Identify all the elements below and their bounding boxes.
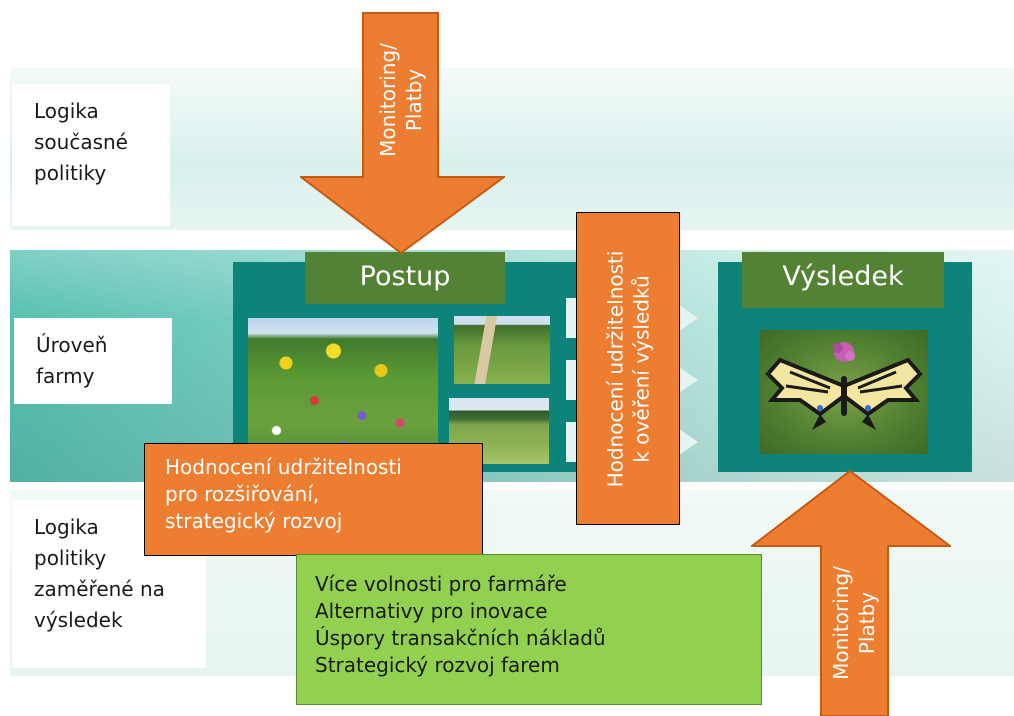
result-policy-label: Logika politiky zaměřené na výsledek [12,500,206,668]
farm-level-label: Úroveň farmy [14,318,172,404]
monitoring-bottom-label: Monitoring/ Platby [821,548,887,698]
monitoring-payment-arrow-down [300,12,505,254]
monitoring-bottom-line-1: Monitoring/ [829,566,854,680]
monitoring-payment-arrow-up [751,470,951,716]
sustainability-strategy-box: Hodnocení udržitelnosti pro rozšiřování,… [144,443,483,556]
monitoring-top-label: Monitoring/ Platby [363,30,438,170]
field-strip-photo [454,316,550,384]
strategy-line-1: Hodnocení udržitelnosti [165,455,402,479]
benefit-item: Úspory transakčních nákladů [315,626,606,650]
monitoring-top-line-1: Monitoring/ [375,43,400,157]
butterfly-icon [765,342,923,430]
result-policy-line-1: Logika [34,515,99,539]
benefit-item: Alternativy pro inovace [315,599,548,623]
result-policy-line-3: zaměřené na [34,577,165,601]
butterfly-photo [760,330,928,454]
current-policy-band [10,68,1014,230]
farm-level-line-2: farmy [36,364,95,388]
sustainability-verification-box: Hodnocení udržitelnosti k ověření výsled… [576,212,680,525]
result-policy-line-4: výsledek [34,608,123,632]
current-policy-line-2: současné [34,130,128,154]
current-policy-line-3: politiky [34,161,107,185]
benefit-item: Strategický rozvoj farem [315,653,560,677]
strategy-line-2: pro rozšiřování, [165,482,320,506]
monitoring-top-line-2: Platby [401,68,426,132]
monitoring-bottom-line-2: Platby [855,591,880,655]
verification-line-1: Hodnocení udržitelnosti [603,250,628,487]
verification-line-2: k ověření výsledků [629,274,654,463]
result-title: Výsledek [742,252,944,308]
process-title: Postup [305,252,505,304]
benefits-box: Více volnosti pro farmáře Alternativy pr… [296,554,762,705]
farm-level-line-1: Úroveň [36,333,108,357]
strategy-line-3: strategický rozvoj [165,509,343,533]
result-policy-line-2: politiky [34,546,107,570]
current-policy-line-1: Logika [34,99,99,123]
benefit-item: Více volnosti pro farmáře [315,572,567,596]
current-policy-label: Logika současné politiky [12,84,170,226]
